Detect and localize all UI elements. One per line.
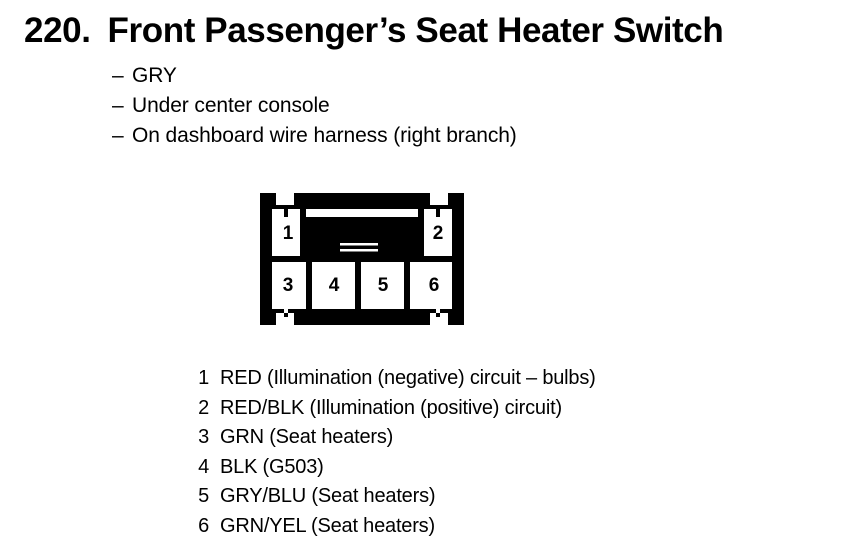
pin-legend-label: RED (Illumination (negative) circuit – b…	[220, 367, 596, 389]
cell-divider-bottom-3	[404, 260, 410, 310]
connector-pin-4: 4	[329, 275, 340, 296]
note-item-label: On dashboard wire harness (right branch)	[132, 124, 517, 147]
pin-legend-index: 1	[198, 367, 209, 389]
connector-pin-2: 2	[433, 223, 444, 244]
note-item: – On dashboard wire harness (right branc…	[112, 124, 712, 154]
cell-divider-bottom-2	[355, 260, 361, 310]
connector-pin-1: 1	[283, 223, 294, 244]
note-dash-icon: –	[112, 124, 124, 147]
cell-divider-top-right	[418, 209, 424, 257]
note-dash-icon: –	[112, 64, 124, 87]
pin-legend-row: 2 RED/BLK (Illumination (positive) circu…	[185, 397, 785, 427]
row-divider-rail	[266, 256, 458, 262]
note-item-label: Under center console	[132, 94, 330, 117]
center-latch-tab	[336, 237, 382, 257]
pin-legend-label: RED/BLK (Illumination (positive) circuit…	[220, 396, 562, 419]
pin-legend-row: 3 GRN (Seat heaters)	[185, 426, 785, 456]
pin-legend-index: 5	[198, 485, 209, 508]
pin-legend-list: 1 RED (Illumination (negative) circuit –…	[185, 367, 785, 545]
connector-pin-3: 3	[283, 275, 294, 296]
notes-list: – GRY – Under center console – On dashbo…	[112, 64, 712, 154]
pin-legend-label: GRN (Seat heaters)	[220, 426, 394, 449]
cell-divider-top-left	[300, 209, 306, 257]
note-item: – Under center console	[112, 94, 712, 124]
page-title-text: Front Passenger’s Seat Heater Switch	[107, 11, 724, 50]
note-item: – GRY	[112, 64, 712, 94]
page-title-number: 220.	[24, 11, 91, 50]
pin-legend-label: BLK (G503)	[220, 455, 324, 478]
pin-legend-row: 4 BLK (G503)	[185, 456, 785, 486]
pin-legend-row: 5 GRY/BLU (Seat heaters)	[185, 485, 785, 515]
pin-legend-label: GRN/YEL (Seat heaters)	[220, 514, 435, 537]
pin-legend-label: GRY/BLU (Seat heaters)	[220, 485, 436, 508]
pin-legend-index: 2	[198, 396, 209, 419]
pin-legend-index: 6	[198, 514, 209, 537]
pin-legend-row: 6 GRN/YEL (Seat heaters)	[185, 515, 785, 545]
pin-legend-index: 4	[198, 455, 209, 478]
note-item-label: GRY	[132, 64, 177, 87]
connector-pin-5: 5	[378, 275, 389, 296]
page-title: 220. Front Passenger’s Seat Heater Switc…	[24, 11, 844, 53]
connector-diagram: 1 2 3 4 5 6	[250, 182, 490, 337]
connector-svg: 1 2 3 4 5 6	[260, 193, 464, 325]
note-dash-icon: –	[112, 94, 124, 117]
cell-divider-bottom-1	[306, 260, 312, 310]
pin-legend-row: 1 RED (Illumination (negative) circuit –…	[185, 367, 785, 397]
pin-legend-index: 3	[198, 426, 209, 449]
connector-pin-6: 6	[429, 275, 440, 296]
